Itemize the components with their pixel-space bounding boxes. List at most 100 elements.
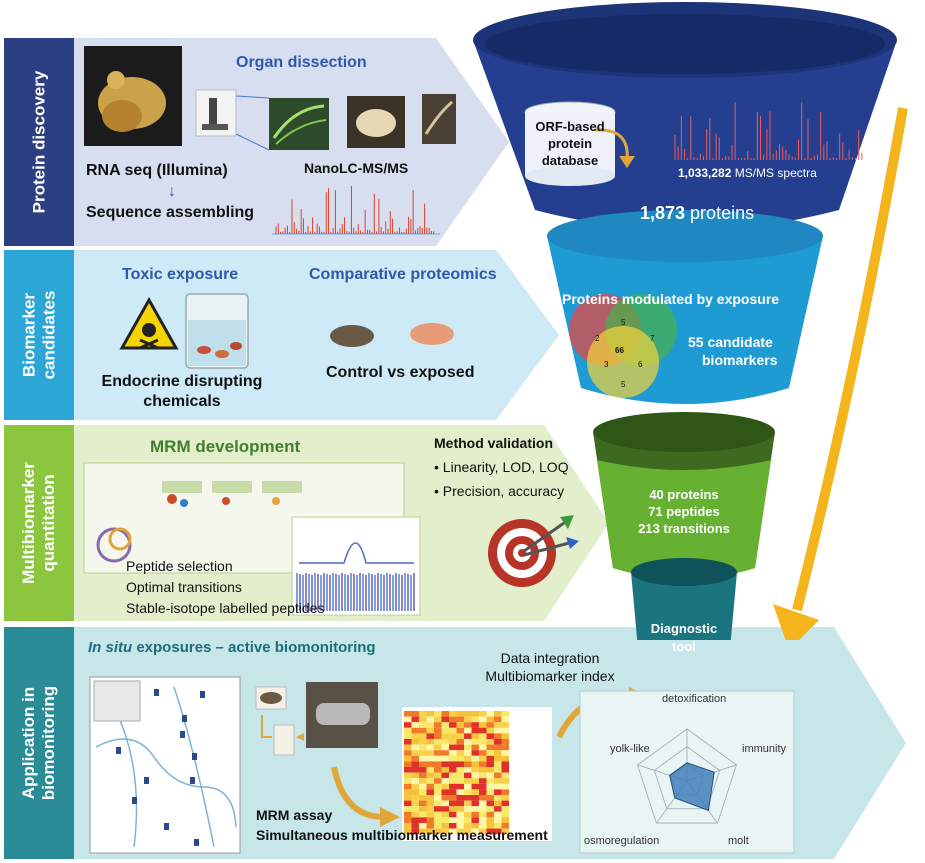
heatmap-cell [411,767,419,773]
heatmap-cell [419,761,427,767]
heatmap-cell [486,806,494,812]
heatmap-cell [501,772,509,779]
heatmap-cell [501,778,509,784]
heatmap-cell [426,795,434,801]
heatmap-cell [456,806,464,812]
map-pin-icon [200,691,205,698]
heatmap-cell [464,817,472,823]
heatmap-cell [449,817,457,823]
heatmap-cell [434,744,442,751]
heatmap-cell [411,711,419,717]
radar-axis-molt: molt [728,835,749,847]
heatmap-cell [441,806,449,812]
heatmap-cell [426,744,434,751]
heatmap-cell [479,800,487,807]
bar-mark [305,573,307,611]
heatmap-cell [456,800,464,807]
heatmap-cell [441,733,449,739]
heatmap-cell [419,767,427,773]
heatmap-cell [411,806,419,812]
heatmap-cell [404,817,412,823]
heatmap-cell [494,761,502,767]
radar-grid-ring [637,728,737,824]
heatmap-cell [419,722,427,728]
heatmap-cell [464,716,472,723]
heatmap-cell [441,783,449,790]
heatmap-cell [479,806,487,812]
heatmap-cell [486,755,494,762]
heatmap-cell [411,817,419,823]
heatmap-cell [471,739,479,745]
heatmap-cell [486,789,494,795]
radar-labels: detoxification immunity molt osmoregulat… [580,691,794,853]
heatmap-cell [494,783,502,790]
heatmap-cell [419,727,427,734]
bar-mark [365,575,367,611]
heatmap-cell [404,823,412,829]
comparative-proteomics-label: Comparative proteomics [309,266,497,283]
section-protein-discovery: Protein discovery Organ dissection RNA s… [4,38,514,246]
heatmap-cell [479,739,487,745]
heatmap-cell [419,783,427,790]
heatmap-cell [494,722,502,728]
heatmap-cell [411,823,419,829]
heatmap-cell [464,744,472,751]
heatmap-cell [426,755,434,762]
bar-mark [308,574,310,611]
heatmap-cell [419,778,427,784]
heatmap-cell [494,716,502,723]
heatmap-cell [419,800,427,807]
heatmap-cell [441,722,449,728]
map-pin-icon [182,715,187,722]
bar-mark [359,573,361,611]
heatmap-cell [434,800,442,807]
heatmap-cell [441,800,449,807]
heatmap-cell [449,750,457,756]
heatmap-cell [501,828,509,835]
heatmap-cell [449,800,457,807]
bar-mark [350,573,352,611]
heatmap-cell [486,767,494,773]
heatmap-cell [419,806,427,812]
venn-num-4: 66 [615,346,624,355]
heatmap-cell [471,716,479,723]
funnel-graphic [473,2,908,640]
heatmap-cell [501,727,509,734]
heatmap-cell [449,767,457,773]
heatmap-cell [449,711,457,717]
heatmap-cell [449,828,457,835]
heatmap-cell [464,795,472,801]
heatmap-cell [486,761,494,767]
heatmap-cell [494,795,502,801]
heatmap-cell [441,716,449,723]
heatmap-cell [464,750,472,756]
heatmap-cell [456,795,464,801]
heatmap-cell [426,727,434,734]
heatmap-cell [411,783,419,790]
bar-mark [374,575,376,611]
heatmap-cell [426,828,434,835]
heatmap-cell [449,823,457,829]
heatmap-cell [479,795,487,801]
heatmap-cell [456,744,464,751]
heatmap-cell [449,772,457,779]
heatmap-cell [404,755,412,762]
heatmap-cell [501,733,509,739]
proteins-count-label: 1,873 proteins [640,203,755,223]
bar-mark [341,573,343,611]
heatmap-cell [404,783,412,790]
heatmap-cell [464,711,472,717]
heatmap-cell [434,783,442,790]
heatmap-cell [434,828,442,835]
heatmap-cell [434,755,442,762]
heatmap-cell [449,761,457,767]
heatmap-cell [494,823,502,829]
heatmap-cell [441,727,449,734]
bar-mark [401,575,403,611]
heatmap-cell [434,811,442,818]
